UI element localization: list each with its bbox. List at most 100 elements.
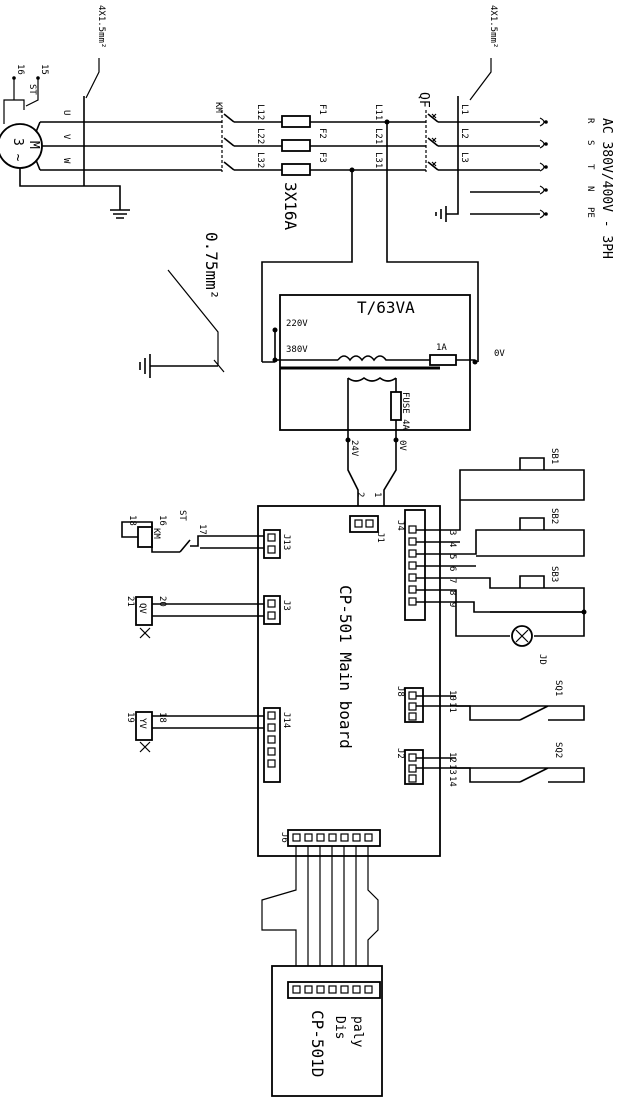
supply-ground-symbol <box>435 206 447 222</box>
connector-j6 <box>287 829 381 847</box>
display-connector <box>287 981 381 999</box>
valve-yv-group: YV 19 18 <box>125 711 264 753</box>
limit-pin-12: 12 <box>447 752 457 763</box>
j4-pin-8: 8 <box>447 590 457 595</box>
motor-thermal-switch: 15 16 ST <box>3 64 49 124</box>
j4-pin-6: 6 <box>447 566 457 571</box>
switch-sb2-label: SB2 <box>549 508 559 524</box>
j1-pin-2: 2 <box>355 492 365 497</box>
valve-qv-box <box>135 596 153 626</box>
thermal-label: ST <box>27 84 37 95</box>
tap-220v: 220V <box>286 319 308 329</box>
secondary-winding <box>347 377 397 382</box>
switch-sb3-contact <box>519 575 548 589</box>
contactor-coil-group: KM ST 16 17 18 <box>121 510 264 553</box>
valve-qv-terminal-21: 21 <box>125 596 135 607</box>
switch-group: SB1 SB2 SB3 JD <box>416 448 587 665</box>
contactor-label: KM <box>213 102 223 113</box>
ground-wire-label: 0.75mm² <box>202 232 221 299</box>
phase-n: N <box>585 186 595 191</box>
phase-t: T <box>585 164 595 170</box>
fuse-f3 <box>281 163 311 176</box>
phase-pe: PE <box>585 207 595 218</box>
fuse-1a <box>429 354 457 366</box>
valve-yv-terminal-19: 19 <box>125 712 135 723</box>
j4-pin-5: 5 <box>447 554 457 559</box>
transformer-section: 0.75mm² T/63VA 220V 380V 0V 1A FUSE 4A 2… <box>139 122 505 516</box>
line-out-l32: L32 <box>255 152 265 168</box>
line-mid-l31: L31 <box>373 152 383 168</box>
limit-pin-10: 10 <box>447 690 457 701</box>
limit-switch-group: SQ1 10 11 SQ2 12 13 14 <box>416 680 585 787</box>
limit-pin-14: 14 <box>447 776 457 787</box>
transformer-ground-symbol <box>139 354 151 378</box>
power-section: 4X1.5mm² 4X1.5mm² R S T N PE AC 380V/400… <box>0 5 614 259</box>
display-line-dis: Dis <box>332 1016 347 1039</box>
contactor-km-contacts: KM <box>40 102 235 172</box>
fuse-4a <box>390 391 402 421</box>
j14-label: J14 <box>281 712 291 728</box>
coil-terminal-18: 18 <box>127 515 137 526</box>
line-out-l12: L12 <box>255 104 265 120</box>
switch-sb1-contact <box>519 457 548 471</box>
line-out-l22: L22 <box>255 128 265 144</box>
motor-ground-symbol <box>110 209 130 219</box>
j8-label: J8 <box>395 686 405 697</box>
ribbon-cable <box>261 846 379 982</box>
display-title: CP-501D <box>308 1010 327 1077</box>
connector-j8 <box>404 687 424 723</box>
limit-sq1-label: SQ1 <box>553 680 563 696</box>
contactor-coil-label: KM <box>151 528 161 539</box>
line-in-l2: L2 <box>459 128 469 139</box>
valve-qv-group: QV 21 20 <box>125 596 264 639</box>
switch-sb2-contact <box>519 517 548 531</box>
motor: M 3 ~ U V W <box>0 96 130 219</box>
supply-label: AC 380V/400V - 3PH <box>599 118 614 259</box>
switch-sb1-label: SB1 <box>549 448 559 464</box>
supply-pe-bus <box>446 96 459 215</box>
sec-0v-label: 0V <box>397 440 407 451</box>
switch-sb3-label: SB3 <box>549 566 559 582</box>
display-line-paly: paly <box>350 1016 365 1047</box>
valve-yv-box <box>135 711 153 741</box>
sec-24v-label: 24V <box>349 440 359 457</box>
transformer-feed-l31 <box>261 170 353 362</box>
limit-pin-13: 13 <box>447 764 457 775</box>
limit-sq2-label: SQ2 <box>553 742 563 758</box>
motor-terminal-v: V <box>61 134 71 140</box>
limit-sq2-contact <box>456 767 585 783</box>
j1-pin-1: 1 <box>372 492 382 497</box>
transformer-feed-l11 <box>386 122 479 362</box>
valve-qv-label: QV <box>137 603 147 614</box>
motor-terminal-w: W <box>61 158 71 164</box>
tap-380v: 380V <box>286 345 308 355</box>
stop-switch-label: ST <box>177 510 187 521</box>
motor-terminal-u: U <box>61 110 71 115</box>
power-cable-label: 4X1.5mm² <box>488 5 498 48</box>
motor-phase-label: 3 ~ <box>10 138 25 162</box>
j4-pin-4: 4 <box>447 542 457 547</box>
breaker-qf: QF <box>398 92 439 172</box>
ground-wire-leader <box>167 269 219 366</box>
phase-s: S <box>585 140 595 145</box>
fuse-1a-label: 1A <box>436 343 447 353</box>
power-cable-leader <box>469 58 492 101</box>
motor-label: M <box>26 141 41 149</box>
fuse-f1 <box>281 115 311 128</box>
fuse-4a-label: FUSE 4A <box>400 392 410 431</box>
line-in-l1: L1 <box>459 104 469 115</box>
fuse-f3-label: F3 <box>317 152 327 163</box>
thermal-terminal-15: 15 <box>39 64 49 75</box>
j3-label: J3 <box>281 600 291 611</box>
connector-j2 <box>404 749 424 785</box>
motor-cable-leader <box>85 58 100 99</box>
supply-terminals <box>539 117 548 219</box>
coil-terminal-16: 16 <box>157 515 167 526</box>
thermal-terminal-16: 16 <box>15 64 25 75</box>
main-board: CP-501 Main board J1 2 1 J4 3 4 5 6 7 8 … <box>257 492 457 857</box>
line-mid-l11: L11 <box>373 104 383 120</box>
j4-pin-7: 7 <box>447 578 457 583</box>
j13-label: J13 <box>281 534 291 550</box>
line-in-l3: L3 <box>459 152 469 163</box>
fuse-rating: 3X16A <box>281 182 300 231</box>
